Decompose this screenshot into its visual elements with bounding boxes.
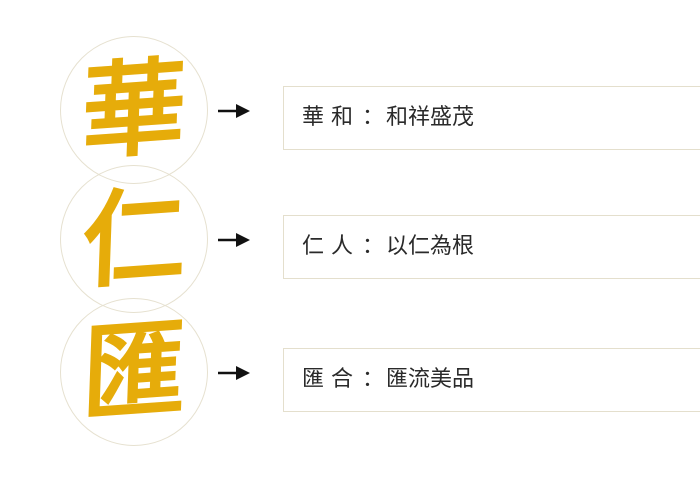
brand-row-hui: 匯 匯合：匯流美品 <box>0 298 700 448</box>
meaning-label: 匯合：匯流美品 <box>302 348 474 412</box>
glyph-circle <box>60 298 208 446</box>
meaning-phrase: 匯流美品 <box>386 367 475 392</box>
meaning-label: 華和：和祥盛茂 <box>302 86 474 150</box>
meaning-term: 匯合 <box>302 367 361 392</box>
brand-row-ren: 仁 仁人：以仁為根 <box>0 165 700 315</box>
meaning-box <box>283 348 700 412</box>
meaning-phrase: 以仁為根 <box>386 234 475 259</box>
brand-row-hua: 華 華和：和祥盛茂 <box>0 36 700 186</box>
meaning-term: 華和 <box>302 105 361 130</box>
meaning-phrase: 和祥盛茂 <box>386 105 475 130</box>
arrow-right-icon <box>218 104 250 118</box>
meaning-box <box>283 215 700 279</box>
meaning-separator: ： <box>362 367 385 392</box>
meaning-term: 仁人 <box>302 234 361 259</box>
meaning-box <box>283 86 700 150</box>
arrow-right-icon <box>218 233 250 247</box>
meaning-separator: ： <box>362 234 385 259</box>
meaning-label: 仁人：以仁為根 <box>302 215 474 279</box>
arrow-right-icon <box>218 366 250 380</box>
meaning-separator: ： <box>362 105 385 130</box>
calligraphy-glyph-hui: 匯 <box>79 306 189 437</box>
